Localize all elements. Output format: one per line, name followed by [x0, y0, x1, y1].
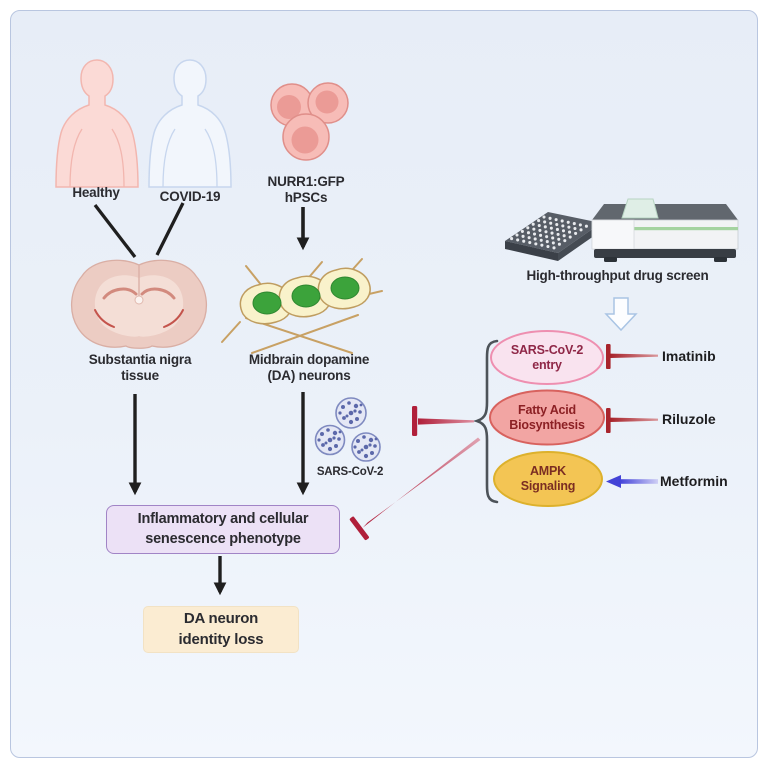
- screen-to-pathways-arrow: [604, 297, 638, 332]
- metformin-activation-arrow: [606, 475, 658, 488]
- drug-label-metformin: Metformin: [660, 473, 728, 489]
- healthy-label: Healthy: [72, 185, 120, 200]
- virus-label: SARS-CoV-2: [316, 466, 384, 478]
- healthy-person-icon: [55, 59, 139, 188]
- inhibit-phenotype-tbar: [349, 437, 481, 541]
- well-plate-icon: [505, 212, 601, 261]
- healthy-to-brain-line: [93, 203, 137, 259]
- phenotype-box: Inflammatory and cellular senescence phe…: [106, 505, 340, 554]
- pathway-ellipse-sars-entry: [490, 330, 604, 385]
- hpsc-label: NURR1:GFP hPSCs: [267, 174, 345, 206]
- figure-panel: [10, 10, 758, 758]
- inhibit-virus-tbar: [412, 406, 474, 436]
- midbrain-neurons-label: Midbrain dopamine (DA) neurons: [248, 352, 370, 384]
- plate-reader-icon: [591, 198, 739, 262]
- covid-to-brain-line: [155, 202, 185, 256]
- drug-label-imatinib: Imatinib: [662, 348, 716, 364]
- covid-label: COVID-19: [159, 189, 221, 204]
- imatinib-inhibit-tbar: [606, 344, 658, 369]
- drug-label-riluzole: Riluzole: [662, 411, 716, 427]
- pathway-label-fatty-acid: Fatty Acid Biosynthesis: [509, 403, 585, 432]
- pathway-label-sars-entry: SARS-CoV-2 entry: [510, 343, 584, 372]
- sars-cov-2-virus-icon: [314, 397, 381, 462]
- pathway-ellipse-ampk: [493, 451, 603, 507]
- pathway-ellipse-fatty-acid: [489, 389, 605, 446]
- covid-person-icon: [148, 59, 232, 188]
- pathway-label-ampk: AMPK Signaling: [520, 464, 576, 493]
- drug-screen-label: High-throughput drug screen: [526, 268, 709, 283]
- brain-section-icon: [71, 259, 207, 349]
- da-neurons-icon: [221, 258, 383, 354]
- pathways-brace: [472, 339, 499, 504]
- hpsc-colony-icon: [270, 82, 349, 161]
- substantia-nigra-label: Substantia nigra tissue: [88, 352, 192, 384]
- riluzole-inhibit-tbar: [606, 408, 658, 433]
- identity-loss-box: DA neuron identity loss: [143, 606, 299, 653]
